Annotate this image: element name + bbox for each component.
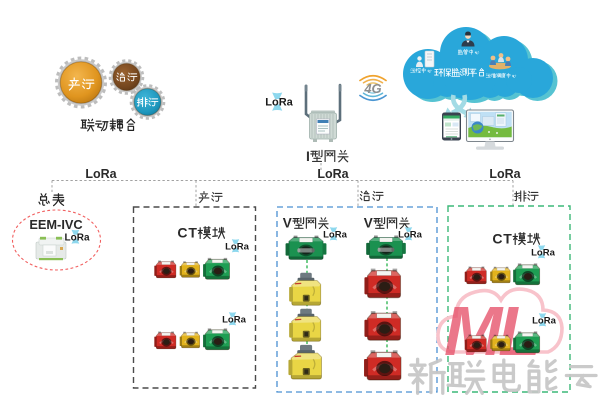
svg-text:T: T	[188, 225, 197, 241]
svg-text:EEM-IVC: EEM-IVC	[29, 217, 82, 232]
svg-text:V: V	[283, 216, 292, 231]
svg-text:LoRa: LoRa	[222, 315, 246, 326]
svg-text:V: V	[364, 216, 373, 231]
svg-text:LoRa: LoRa	[85, 167, 117, 181]
svg-text:ML: ML	[444, 292, 537, 370]
svg-text:LoRa: LoRa	[489, 167, 521, 181]
svg-text:C: C	[177, 225, 187, 241]
svg-text:LoRa: LoRa	[532, 316, 556, 327]
svg-text:LoRa: LoRa	[398, 230, 422, 241]
svg-text:LoRa: LoRa	[317, 167, 349, 181]
svg-text:4G: 4G	[363, 81, 381, 96]
svg-text:I: I	[306, 148, 310, 164]
svg-text:LoRa: LoRa	[225, 242, 249, 253]
svg-text:C: C	[492, 231, 502, 247]
svg-text:T: T	[503, 231, 512, 247]
svg-text:LoRa: LoRa	[323, 230, 347, 241]
svg-text:LoRa: LoRa	[65, 233, 90, 244]
svg-text:LoRa: LoRa	[265, 97, 293, 109]
svg-text:LoRa: LoRa	[531, 248, 555, 259]
